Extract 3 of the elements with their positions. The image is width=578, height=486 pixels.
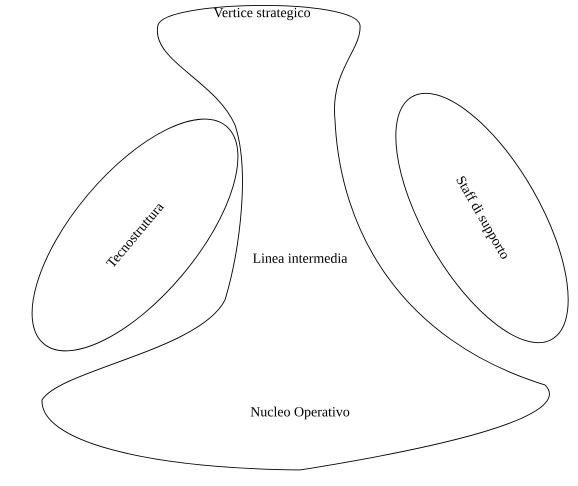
unit-label: Nucleo Operativo [250, 406, 350, 420]
unit-label: Vertice strategico [214, 8, 310, 20]
unit-label: Linea intermedia [252, 253, 348, 263]
